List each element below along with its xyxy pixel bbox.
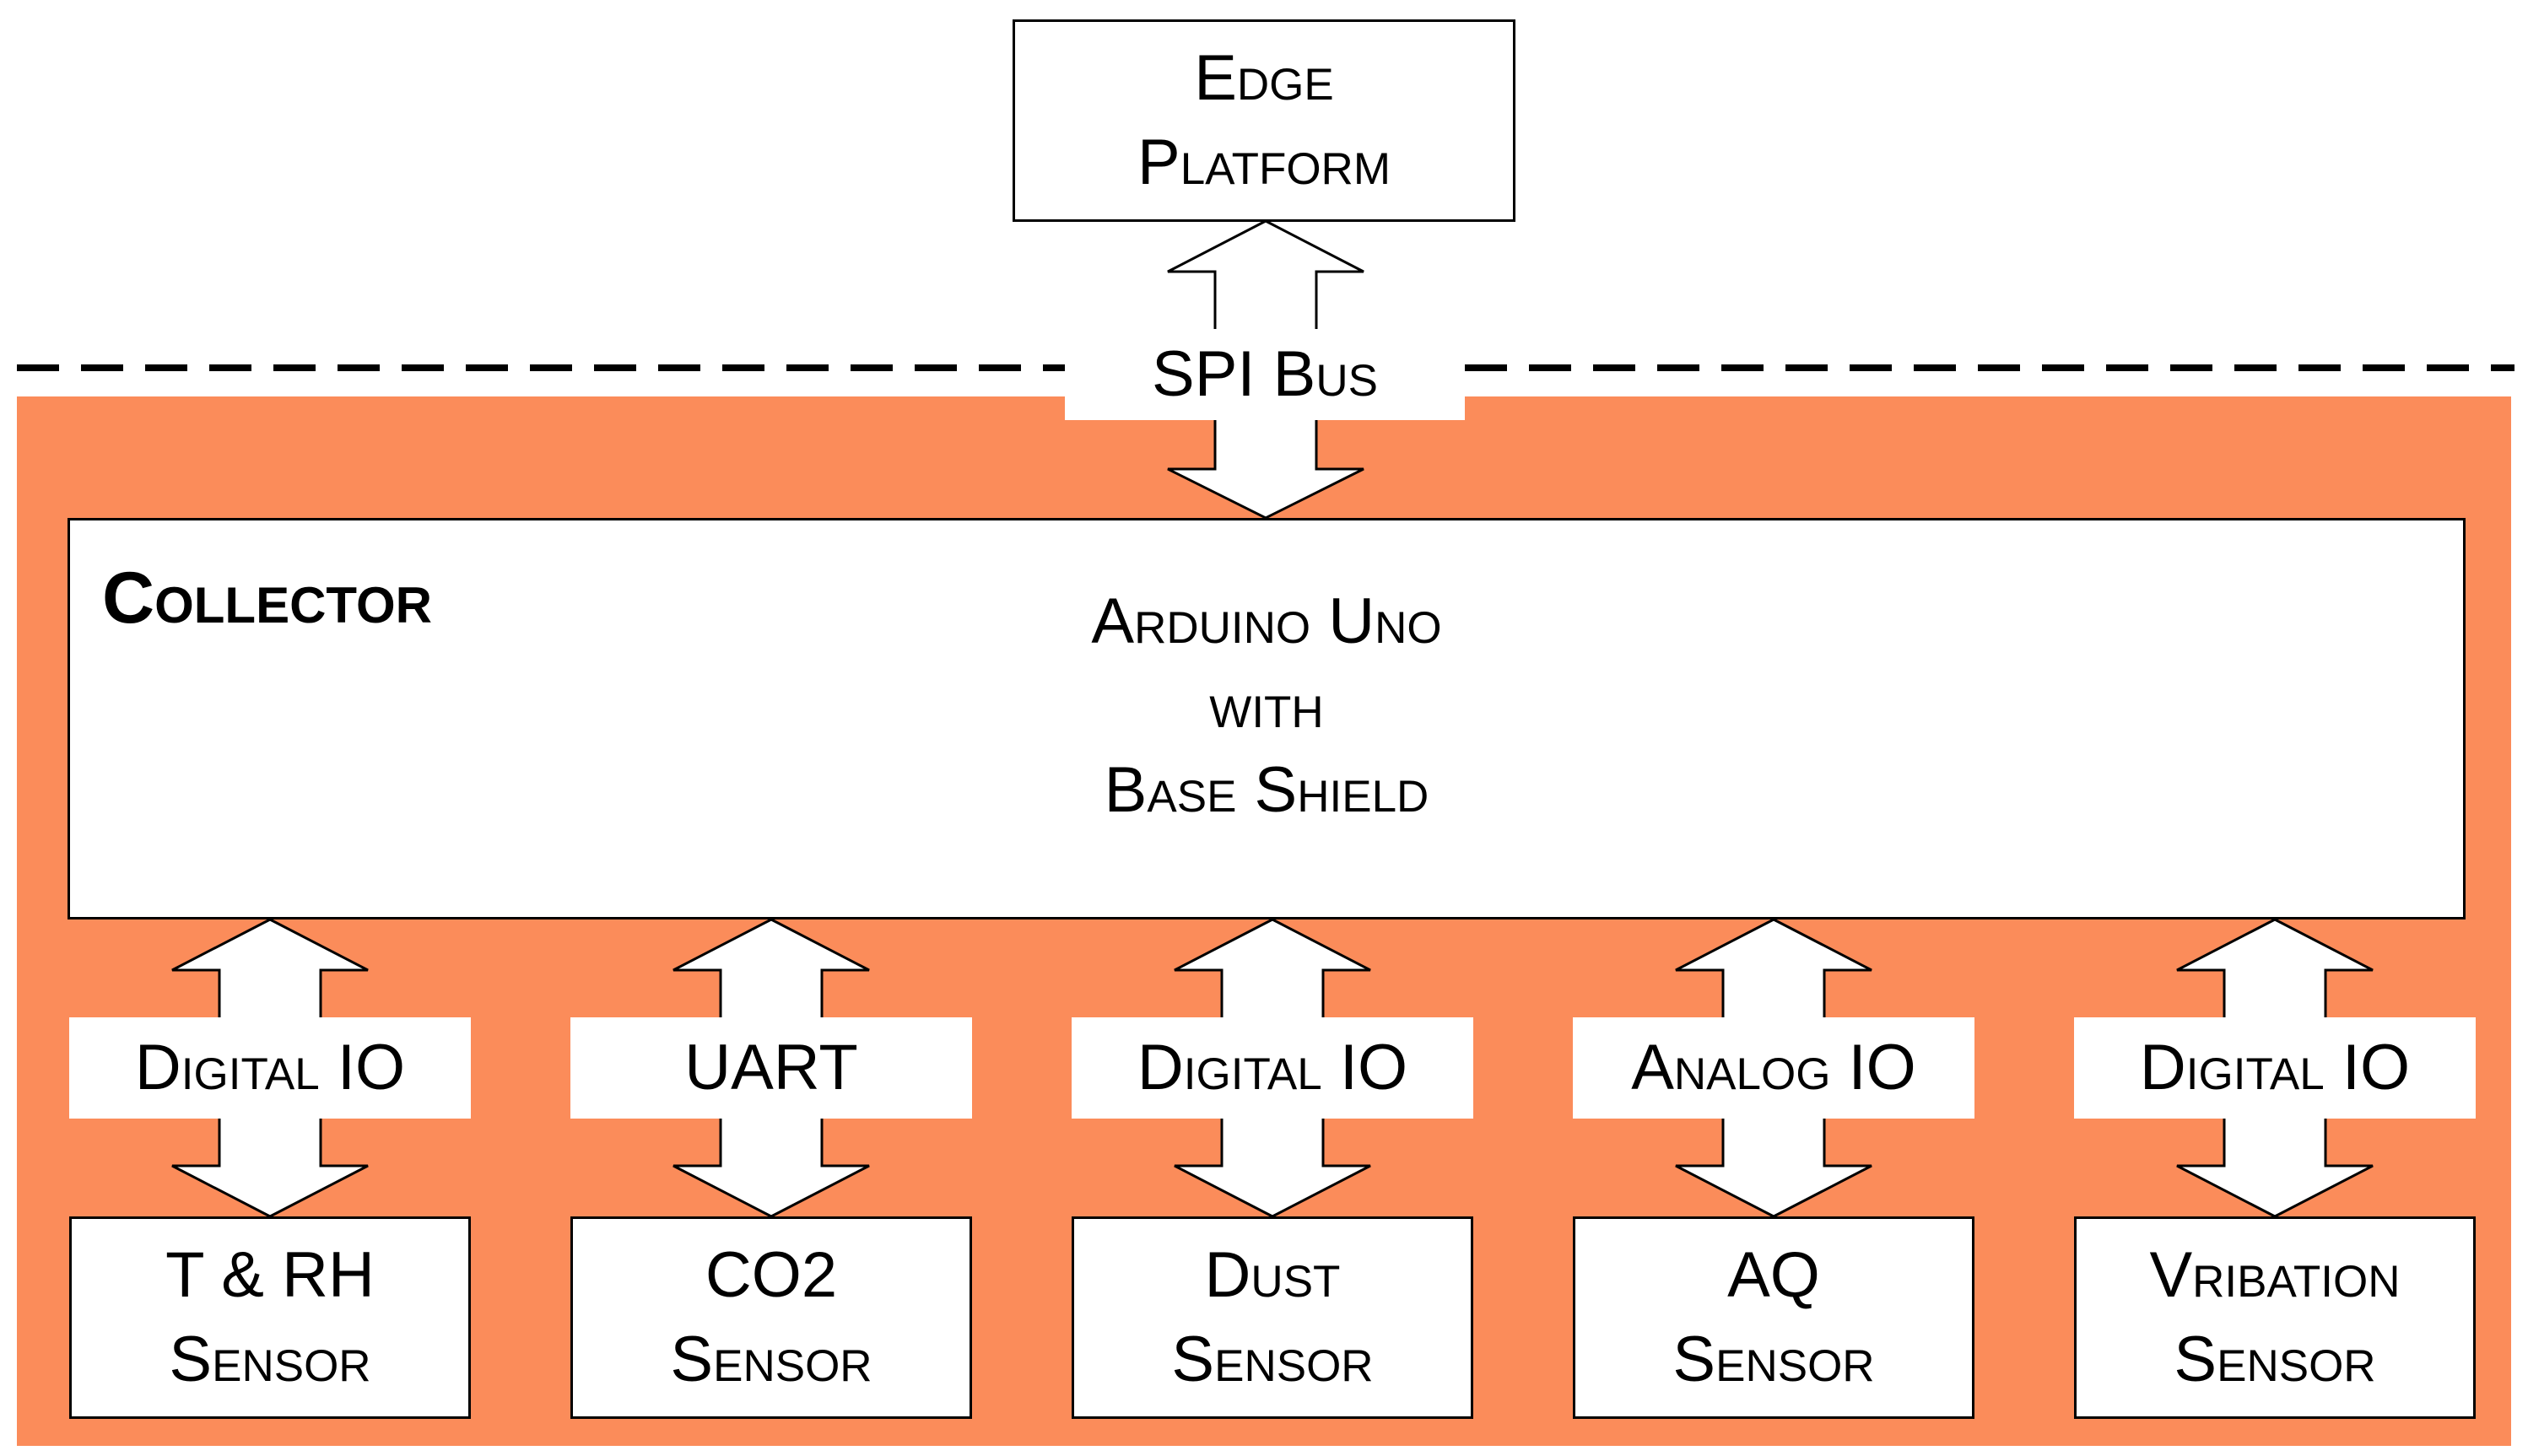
edge-platform-line2: Platform — [1137, 127, 1391, 198]
interface-label-text: Analog IO — [1631, 1032, 1916, 1103]
interface-label-text: Digital IO — [1137, 1032, 1408, 1103]
spi-bus-label: SPI Bus — [1065, 329, 1465, 420]
interface-label: Digital IO — [1072, 1017, 1473, 1119]
interface-label: Digital IO — [2074, 1017, 2476, 1119]
sensor-box: T & RH Sensor — [69, 1216, 471, 1419]
sensor-box: AQ Sensor — [1573, 1216, 1974, 1419]
sensor-box: Vribation Sensor — [2074, 1216, 2476, 1419]
sensor-label: Sensor — [670, 1324, 872, 1395]
sensor-box: CO2 Sensor — [570, 1216, 972, 1419]
sensor-name: Vribation — [2149, 1239, 2401, 1311]
sensor-label: Sensor — [2174, 1324, 2376, 1395]
collector-box: Collector Arduino Uno with Base Shield — [68, 518, 2466, 919]
interface-label: Digital IO — [69, 1017, 471, 1119]
sensor-label: Sensor — [1672, 1324, 1875, 1395]
sensor-label: Sensor — [169, 1324, 371, 1395]
sensor-box: Dust Sensor — [1072, 1216, 1473, 1419]
interface-label-text: UART — [684, 1032, 858, 1103]
sensor-name: AQ — [1727, 1239, 1820, 1311]
edge-platform-line1: Edge — [1194, 42, 1334, 114]
sensor-label: Sensor — [1171, 1324, 1374, 1395]
spi-bus-text: SPI Bus — [1152, 338, 1378, 410]
collector-line2: with — [1209, 670, 1324, 741]
collector-title: Collector — [102, 558, 432, 639]
interface-label: UART — [570, 1017, 972, 1119]
sensor-name: T & RH — [165, 1239, 375, 1311]
edge-platform-box: Edge Platform — [1013, 19, 1515, 222]
collector-line1: Arduino Uno — [1091, 585, 1442, 657]
interface-label-text: Digital IO — [134, 1032, 406, 1103]
sensor-name: CO2 — [705, 1239, 838, 1311]
interface-label-text: Digital IO — [2139, 1032, 2411, 1103]
collector-description: Arduino Uno with Base Shield — [1091, 580, 1441, 833]
sensor-name: Dust — [1204, 1239, 1341, 1311]
interface-label: Analog IO — [1573, 1017, 1974, 1119]
collector-line3: Base Shield — [1104, 754, 1429, 826]
